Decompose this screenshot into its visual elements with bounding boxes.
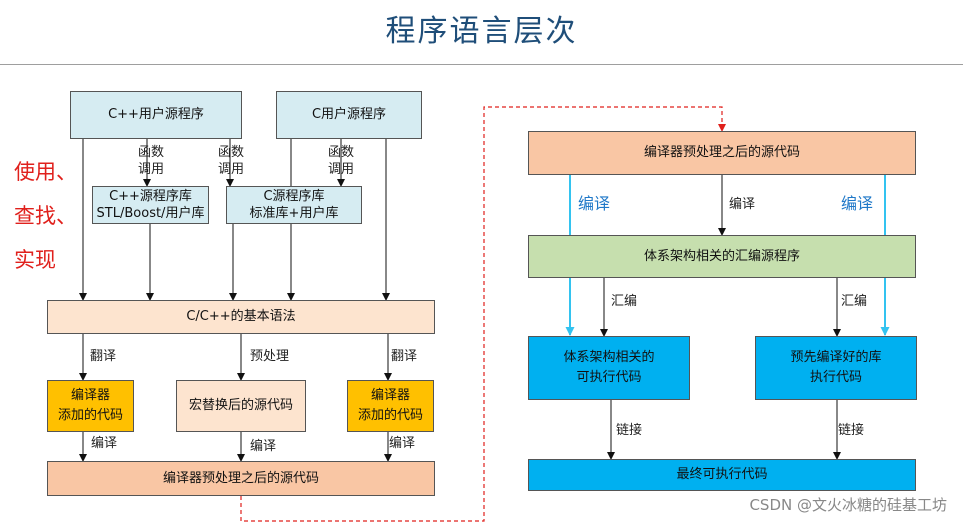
title-divider bbox=[0, 64, 963, 65]
link-label-left: 链接 bbox=[616, 423, 643, 438]
use-find-implement-note: 使用、 查找、 实现 bbox=[14, 160, 77, 272]
translate-label-right: 翻译 bbox=[391, 349, 418, 364]
macro-source-box: 宏替换后的源代码 bbox=[176, 380, 306, 432]
precompiled-library-box: 预先编译好的库 执行代码 bbox=[755, 336, 917, 400]
c-user-source-box: C用户源程序 bbox=[276, 91, 422, 139]
c-library-box: C源程序库 标准库+用户库 bbox=[226, 186, 362, 224]
basic-syntax-box: C/C++的基本语法 bbox=[47, 300, 435, 334]
final-executable-box: 最终可执行代码 bbox=[528, 459, 916, 491]
compile-label-left-2: 编译 bbox=[250, 439, 277, 454]
func-call-label-2: 函数 调用 bbox=[217, 145, 244, 177]
compiler-code-box-left: 编译器 添加的代码 bbox=[47, 380, 134, 432]
preprocessed-source-box-left: 编译器预处理之后的源代码 bbox=[47, 461, 435, 496]
func-call-label-3: 函数 调用 bbox=[327, 145, 354, 177]
assemble-label-left: 汇编 bbox=[611, 294, 638, 309]
arch-executable-box: 体系架构相关的 可执行代码 bbox=[528, 336, 690, 400]
preprocess-label: 预处理 bbox=[250, 349, 290, 364]
translate-label-left: 翻译 bbox=[90, 349, 117, 364]
compiler-code-box-right: 编译器 添加的代码 bbox=[347, 380, 434, 432]
cpp-user-source-box: C++用户源程序 bbox=[70, 91, 242, 139]
compile-label-left-1: 编译 bbox=[91, 436, 118, 451]
page-title: 程序语言层次 bbox=[385, 14, 578, 49]
compile-label-left-3: 编译 bbox=[389, 436, 416, 451]
compile-label-right: 编译 bbox=[729, 197, 756, 212]
link-label-right: 链接 bbox=[838, 423, 865, 438]
cpp-library-box: C++源程序库 STL/Boost/用户库 bbox=[92, 186, 209, 224]
watermark: CSDN @文火冰糖的硅基工坊 bbox=[749, 496, 947, 514]
preprocessed-source-box-right: 编译器预处理之后的源代码 bbox=[528, 131, 916, 175]
assemble-label-right: 汇编 bbox=[841, 294, 868, 309]
func-call-label-1: 函数 调用 bbox=[137, 145, 164, 177]
dashed-link bbox=[240, 106, 726, 522]
asm-source-box: 体系架构相关的汇编源程序 bbox=[528, 235, 916, 278]
blue-compile-label-left: 编译 bbox=[578, 194, 611, 213]
blue-compile-label-right: 编译 bbox=[841, 194, 874, 213]
